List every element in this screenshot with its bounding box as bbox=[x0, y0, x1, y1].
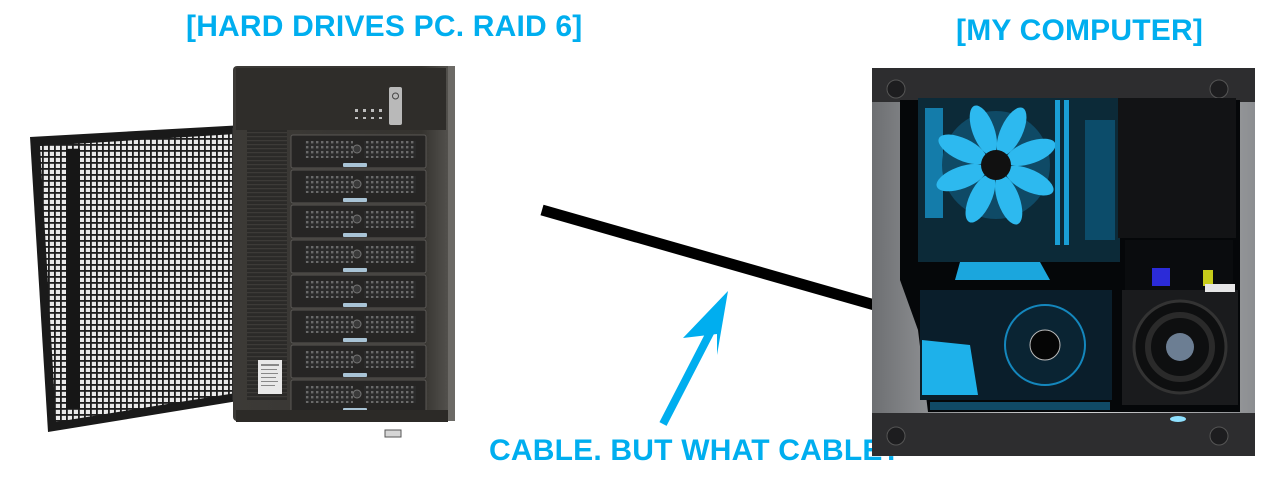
my-computer-title: [MY COMPUTER] bbox=[956, 14, 1204, 47]
cable-question-label: CABLE. BUT WHAT CABLE? bbox=[489, 434, 902, 467]
drive-bays bbox=[290, 134, 427, 414]
raid-enclosure bbox=[30, 66, 455, 438]
raid-enclosure-title: [HARD DRIVES PC. RAID 6] bbox=[186, 10, 583, 43]
mesh-door bbox=[30, 125, 244, 432]
cable-line bbox=[540, 204, 880, 312]
psu-fan-icon bbox=[1166, 333, 1194, 361]
my-computer bbox=[872, 68, 1255, 456]
usb-port-icon bbox=[384, 429, 402, 438]
status-leds-icon bbox=[355, 109, 382, 119]
arrow-icon bbox=[659, 291, 728, 426]
top-panel bbox=[236, 68, 446, 130]
vent-strip bbox=[247, 130, 287, 400]
